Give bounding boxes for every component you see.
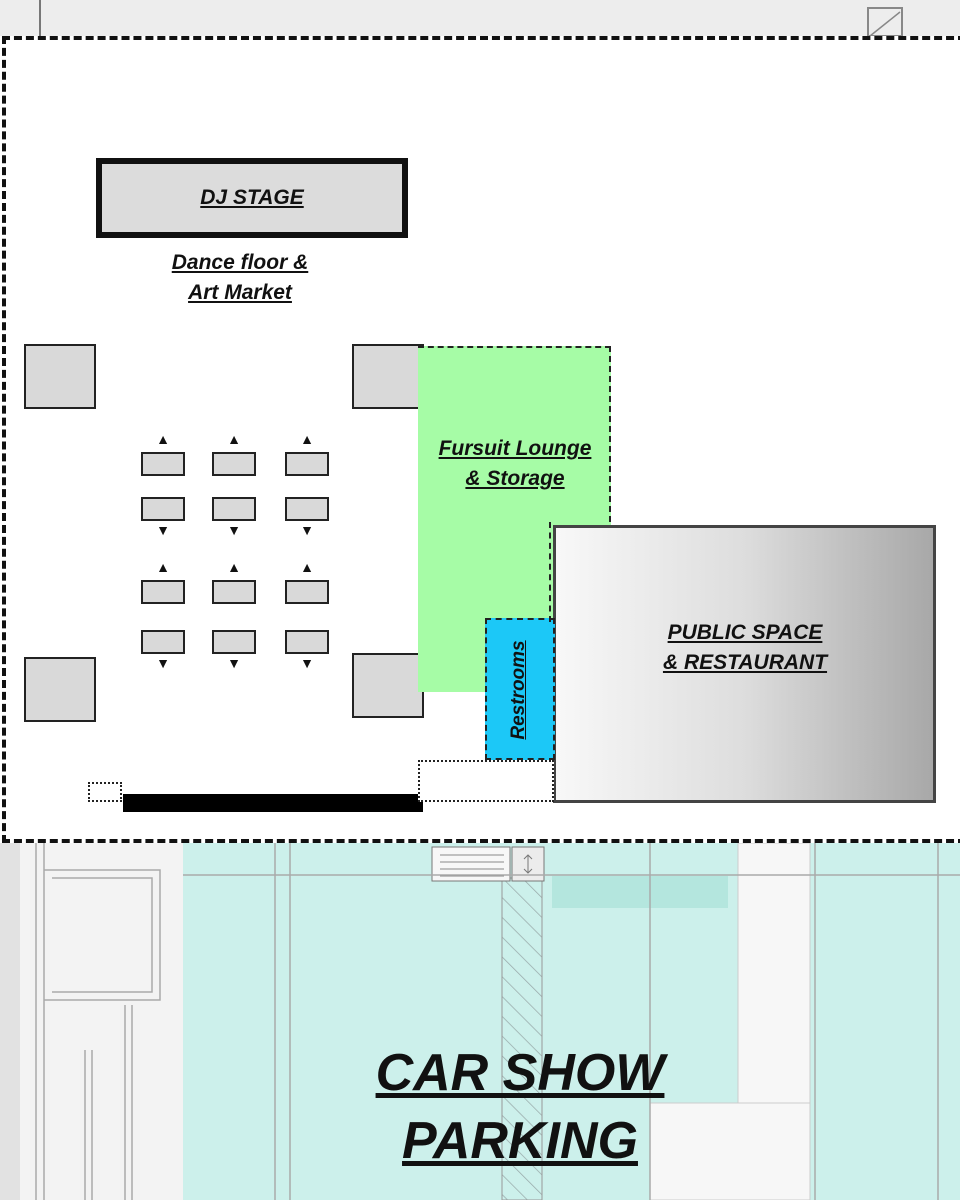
dance-floor-label-line2: Art Market [188,281,292,305]
vendor-table [212,580,256,604]
vendor-table [285,452,329,476]
fursuit-lounge-label: Fursuit Lounge & Storage [420,434,610,495]
pillar [24,344,96,409]
arrow-down-icon: ▼ [227,522,241,538]
entrance-door-small [88,782,122,802]
entrance-wall-bar [123,794,423,812]
arrow-down-icon: ▼ [156,655,170,671]
arrow-up-icon: ▲ [300,431,314,447]
vendor-table [212,452,256,476]
fursuit-lounge-label-line1: Fursuit Lounge [438,437,592,460]
car-show-parking-label: CAR SHOW PARKING [320,1040,720,1175]
public-space-label-line2: & RESTAURANT [662,651,828,675]
vendor-table [285,630,329,654]
arrow-down-icon: ▼ [156,522,170,538]
pillar [352,653,424,718]
arrow-up-icon: ▲ [300,559,314,575]
dj-stage: DJ STAGE [96,158,408,238]
public-space-label: PUBLIC SPACE & RESTAURANT [620,618,870,679]
public-space-label-line1: PUBLIC SPACE [667,621,823,644]
public-space-dashed-edge [549,522,557,622]
vendor-table [212,497,256,521]
arrow-up-icon: ▲ [156,431,170,447]
restrooms-area [485,618,555,760]
entrance-door-wide [418,760,554,802]
restrooms-label: Restrooms [508,640,529,740]
vendor-table [141,580,185,604]
public-space-area [553,525,936,803]
car-show-label-line1: CAR SHOW [375,1044,665,1102]
arrow-down-icon: ▼ [227,655,241,671]
vendor-table [212,630,256,654]
arrow-up-icon: ▲ [227,559,241,575]
pillar [352,344,424,409]
vendor-table [141,452,185,476]
car-show-label-line2: PARKING [402,1111,638,1170]
dance-floor-label: Dance floor & Art Market [120,248,360,309]
vendor-table [141,497,185,521]
arrow-up-icon: ▲ [227,431,241,447]
pillar [24,657,96,722]
vendor-table [285,497,329,521]
arrow-down-icon: ▼ [300,522,314,538]
vendor-table [285,580,329,604]
dance-floor-label-line1: Dance floor & [171,251,309,274]
arrow-up-icon: ▲ [156,559,170,575]
vendor-table [141,630,185,654]
dj-stage-label: DJ STAGE [200,185,304,209]
fursuit-lounge-label-line2: & Storage [465,467,565,491]
arrow-down-icon: ▼ [300,655,314,671]
